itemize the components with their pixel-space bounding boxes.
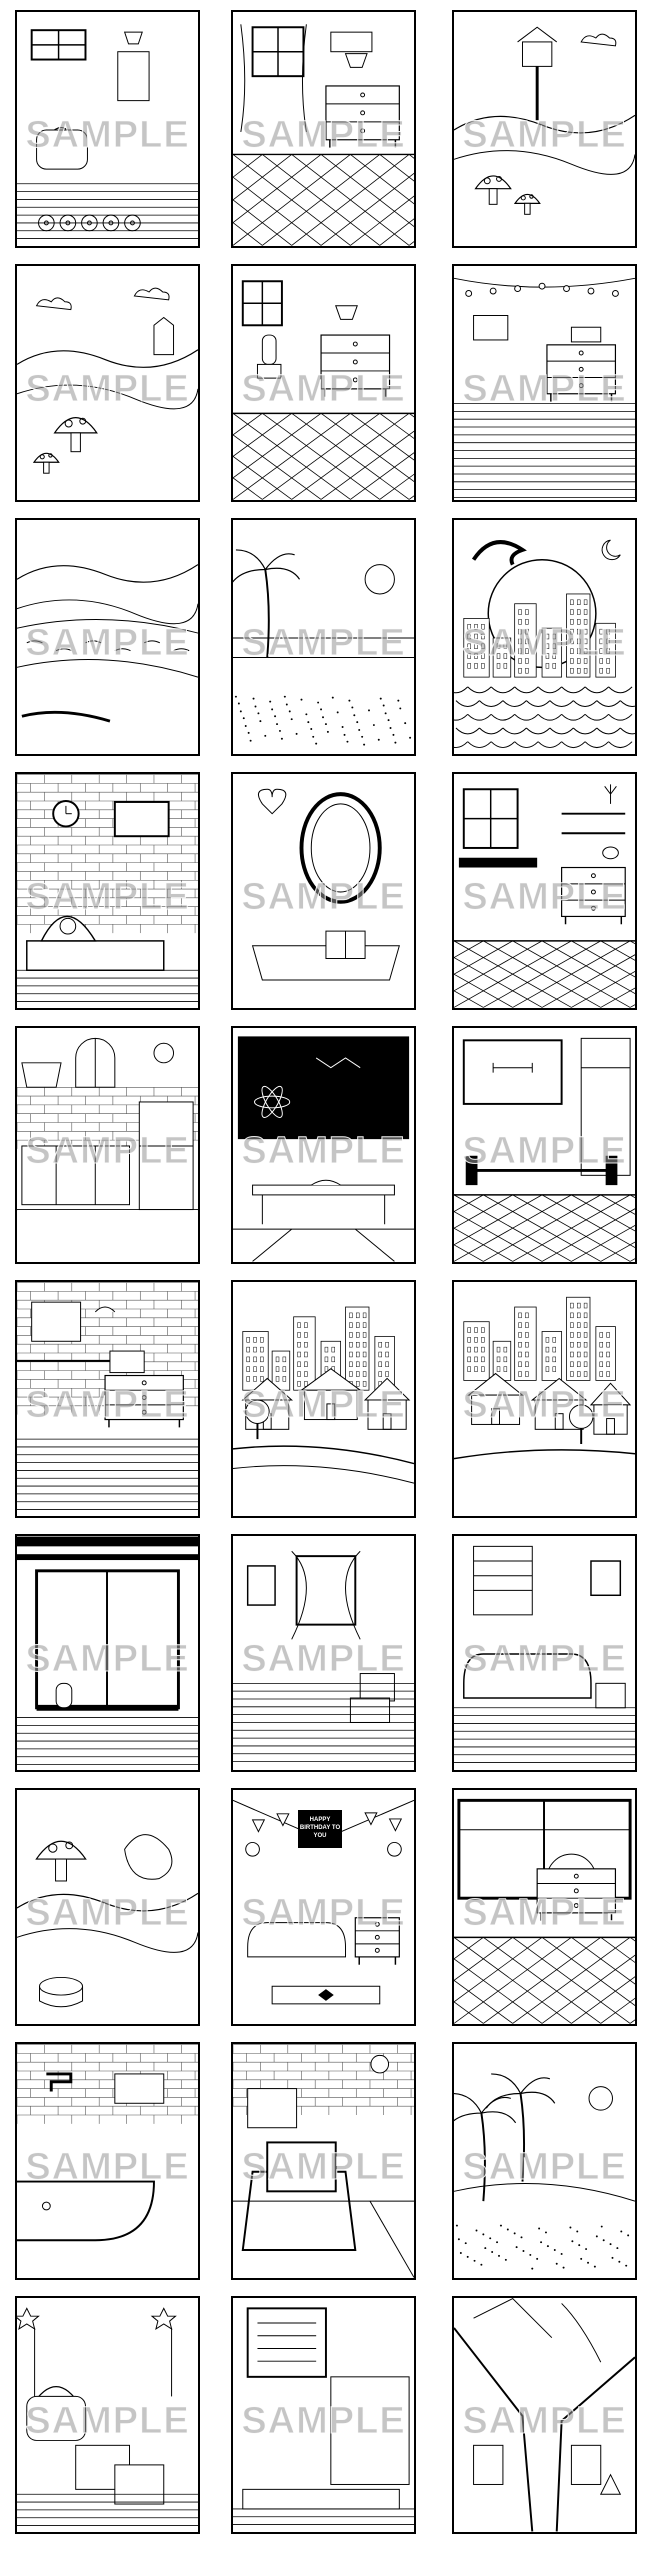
line-art-illustration (233, 2044, 414, 2278)
line-art-illustration (454, 1296, 635, 1460)
line-art-illustration (17, 287, 198, 474)
line-art-illustration (17, 1834, 198, 2008)
coloring-page-room-dresser-cactus[interactable]: SAMPLE (231, 264, 416, 502)
line-art-illustration (454, 539, 635, 749)
line-art-illustration (17, 1037, 198, 1211)
line-art-illustration (17, 564, 198, 723)
line-art-illustration (17, 774, 198, 1002)
coloring-page-treehouse-landscape[interactable]: SAMPLE (452, 10, 637, 248)
coloring-page-window-dresser-room[interactable]: SAMPLE (452, 1788, 637, 2026)
coloring-page-mirror-gift-room[interactable]: SAMPLE (231, 772, 416, 1010)
line-art-illustration (233, 1306, 414, 1484)
line-art-illustration (233, 1799, 414, 2005)
line-art-illustration (454, 1545, 635, 1763)
line-art-illustration (454, 1798, 635, 2024)
coloring-page-window-shelf-room[interactable]: SAMPLE (452, 772, 637, 1010)
coloring-page-room-window-dresser[interactable]: SAMPLE (231, 10, 416, 248)
line-art-illustration (251, 788, 400, 981)
coloring-page-city-street-houses[interactable]: SAMPLE (231, 1280, 416, 1518)
coloring-page-room-dresser-lights[interactable]: SAMPLE (452, 264, 637, 502)
birthday-banner: HAPPY BIRTHDAY TO YOU (298, 1810, 342, 1848)
coloring-page-room-basket-lamp[interactable]: SAMPLE (15, 10, 200, 248)
coloring-page-chalkboard-classroom[interactable]: SAMPLE (231, 1026, 416, 1264)
line-art-illustration (233, 2307, 414, 2525)
line-art-illustration (233, 24, 414, 246)
line-art-illustration (454, 1037, 635, 1262)
coloring-page-gym-room[interactable]: SAMPLE (452, 1026, 637, 1264)
coloring-page-river-landscape[interactable]: SAMPLE (15, 518, 200, 756)
coloring-page-city-street-houses-2[interactable]: SAMPLE (452, 1280, 637, 1518)
line-art-illustration (17, 1282, 198, 1510)
coloring-page-brick-wall-desk[interactable]: SAMPLE (15, 1280, 200, 1518)
line-art-illustration (233, 1550, 414, 1762)
line-art-illustration (454, 277, 635, 498)
coloring-page-beach-palm[interactable]: SAMPLE (231, 518, 416, 756)
coloring-page-mushroom-hills[interactable]: SAMPLE (15, 264, 200, 502)
line-art-illustration (233, 1036, 414, 1262)
coloring-page-kitchen[interactable]: SAMPLE (15, 1026, 200, 1264)
coloring-page-palm-landscape[interactable]: SAMPLE (452, 2042, 637, 2280)
coloring-page-big-window-cactus[interactable]: SAMPLE (15, 1534, 200, 1772)
coloring-page-brick-wall-telephone[interactable]: SAMPLE (15, 772, 200, 1010)
line-art-illustration (17, 2307, 198, 2526)
coloring-page-gifts-basket-room[interactable]: SAMPLE (15, 2296, 200, 2534)
coloring-page-night-city-moon[interactable]: SAMPLE (452, 518, 637, 756)
coloring-page-street-perspective[interactable]: SAMPLE (452, 2296, 637, 2534)
coloring-page-garage-tools[interactable]: SAMPLE (231, 2296, 416, 2534)
line-art-illustration (454, 2298, 635, 2532)
coloring-page-living-room-sofa[interactable]: SAMPLE (452, 1534, 637, 1772)
coloring-page-bathroom[interactable]: SAMPLE (15, 2042, 200, 2280)
line-art-illustration (17, 2044, 198, 2242)
line-art-illustration (233, 280, 414, 500)
line-art-illustration (454, 2073, 635, 2270)
coloring-page-tv-room[interactable]: SAMPLE (231, 2042, 416, 2280)
coloring-page-design-poster-window[interactable]: SAMPLE (231, 1534, 416, 1772)
line-art-illustration (454, 784, 635, 1008)
line-art-illustration (17, 1536, 198, 1765)
coloring-page-forest-mushroom[interactable]: SAMPLE (15, 1788, 200, 2026)
line-art-illustration (17, 29, 198, 239)
line-art-illustration (233, 549, 414, 746)
line-art-illustration (454, 26, 635, 215)
